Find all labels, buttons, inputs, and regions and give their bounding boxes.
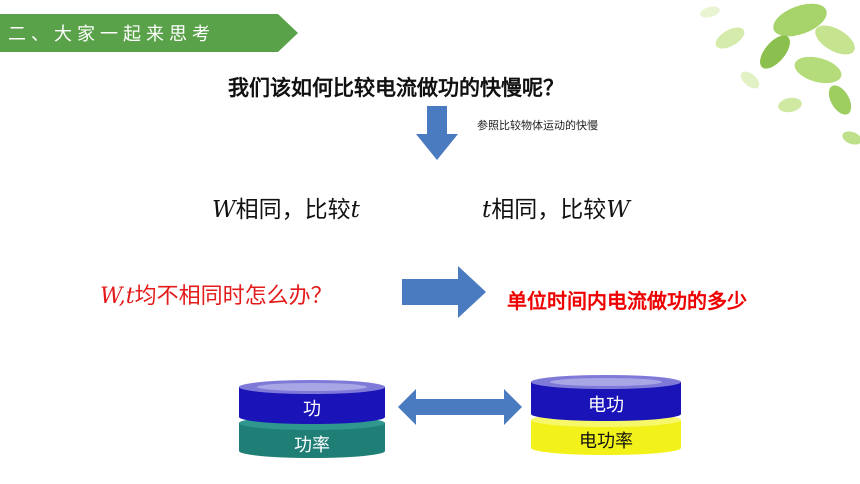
disc-label-electric-power: 电功率 [579, 431, 633, 452]
stack-electric-work-power: 电功 电功率 [530, 374, 682, 456]
cylinder-stack-right [531, 375, 681, 455]
section-banner: 二、大家一起来思考 [0, 14, 298, 52]
main-question: 我们该如何比较电流做功的快慢呢？ [228, 75, 564, 100]
banner-title: 二、大家一起来思考 [8, 24, 215, 45]
var-t: t [350, 197, 360, 223]
leaves-decoration [700, 3, 860, 145]
cylinder-stack-left [239, 380, 385, 458]
right-arrow-icon [402, 266, 486, 318]
answer-text: 单位时间内电流做功的多少 [507, 289, 747, 313]
disc-label-power: 功率 [294, 435, 330, 456]
disc-label-work: 功 [303, 399, 321, 420]
double-arrow-icon [398, 389, 522, 425]
vars-wt: W,t [100, 284, 135, 309]
hint-text: 参照比较物体运动的快慢 [477, 119, 598, 132]
disc-label-electric-work: 电功 [588, 395, 624, 416]
var-t: t [482, 197, 492, 223]
case-question: W,t均不相同时怎么办？ [100, 278, 333, 310]
compare-same-work: W相同，比较t [212, 190, 360, 224]
var-w: W [606, 197, 630, 223]
compare-text: 相同，比较 [491, 197, 607, 223]
compare-same-time: t相同，比较W [482, 190, 630, 224]
var-w: W [212, 197, 236, 223]
stack-work-power: 功 功率 [238, 379, 386, 459]
compare-text: 相同，比较 [235, 197, 351, 223]
case-text: 均不相同时怎么办？ [134, 284, 333, 309]
down-arrow-icon [416, 106, 458, 160]
banner-shape [0, 14, 298, 52]
